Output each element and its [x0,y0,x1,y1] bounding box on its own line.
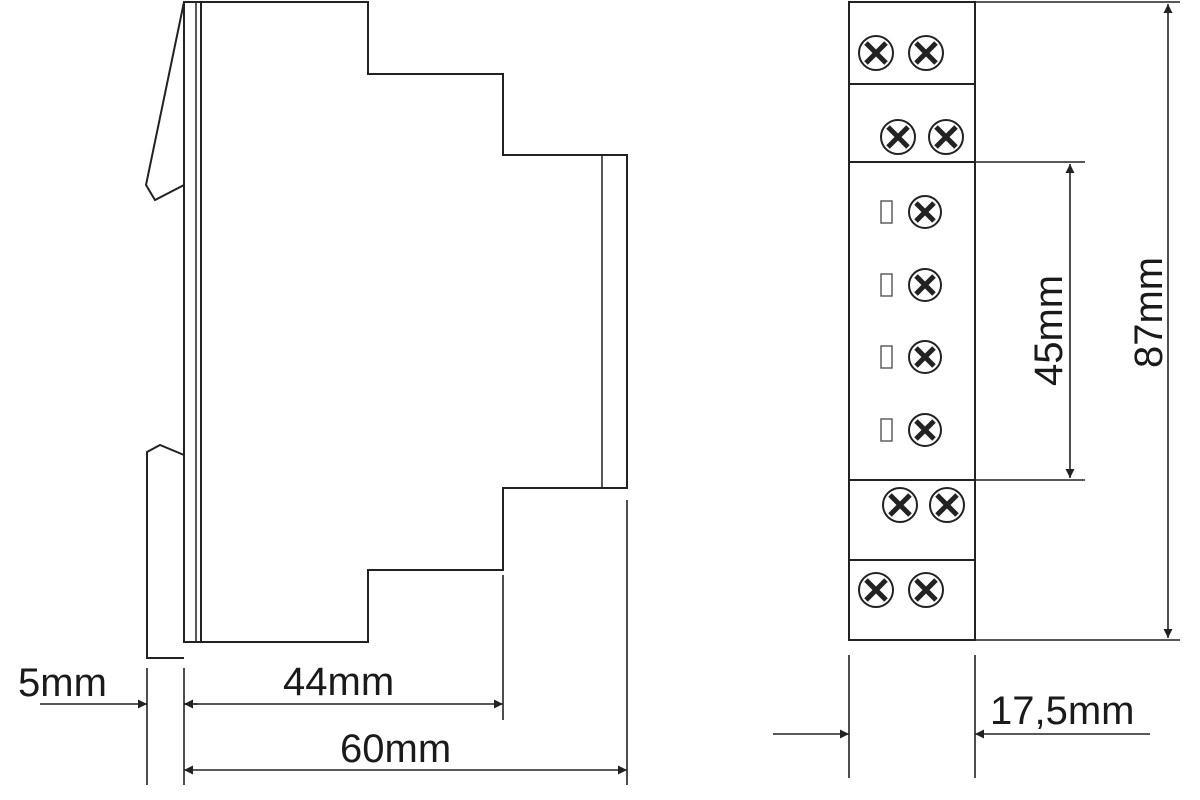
screw-icon [882,487,918,523]
screw-icon [858,35,894,71]
terminal-row-lower [882,487,965,523]
screw-icon [908,340,942,374]
led-slot-icon [880,418,893,442]
lower-rail-clip [146,443,185,659]
back-plate [183,1,201,643]
front-view: 87mm 45mm 17,5mm [773,1,1180,778]
label-total-height: 87mm [1127,257,1171,368]
screw-icon [908,268,942,302]
terminal-row-upper [880,119,964,155]
led-slot-icon [880,345,893,369]
label-rail-depth: 5mm [18,661,107,705]
side-view-body [200,1,628,643]
front-view-outline [848,1,976,641]
screw-icon [908,195,942,229]
label-front-height: 45mm [1027,275,1071,386]
terminal-row-bottom [858,572,944,608]
screw-icon [858,572,894,608]
label-width: 17,5mm [990,689,1135,733]
led-slot-icon [880,200,893,224]
side-view: 5mm 44mm 60mm [18,1,628,785]
terminal-row-top [858,35,944,71]
screw-icon [880,119,916,155]
front-view-body [848,1,976,641]
screw-icon [928,119,964,155]
label-front-depth: 44mm [283,660,394,704]
label-total-depth: 60mm [340,727,451,771]
front-panel-controls [880,195,942,447]
screw-icon [908,413,942,447]
screw-icon [908,572,944,608]
screw-icon [908,35,944,71]
upper-rail-clip [144,1,185,202]
led-slot-icon [880,273,893,297]
screw-icon [929,487,965,523]
